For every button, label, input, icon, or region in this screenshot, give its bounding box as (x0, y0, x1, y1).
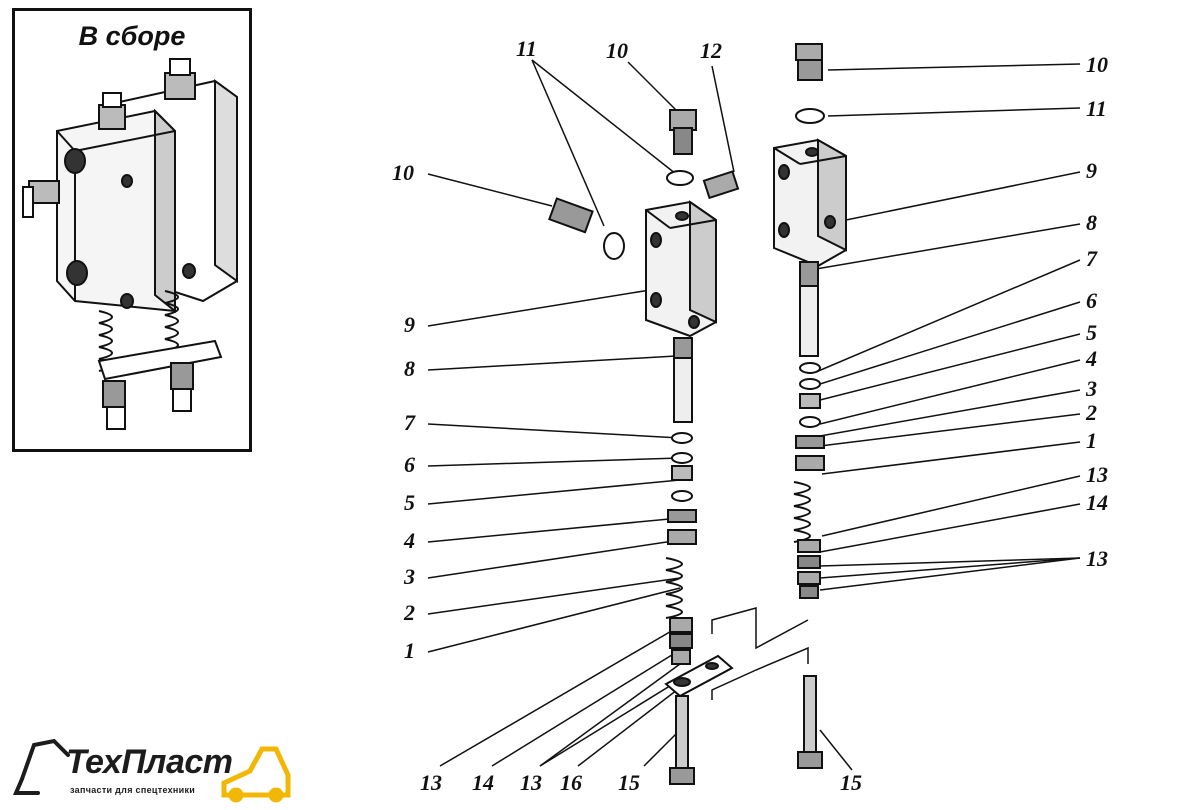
label-5-right: 5 (1086, 320, 1097, 345)
label-9-left: 9 (404, 312, 415, 337)
label-12: 12 (700, 38, 722, 63)
label-8-left: 8 (404, 356, 415, 381)
label-5-left: 5 (404, 490, 415, 515)
logo-name: ТехПласт (66, 743, 233, 781)
assembled-view-inset: В сборе (12, 8, 252, 452)
label-15-right: 15 (840, 770, 862, 795)
techplast-logo: ТехПласт запчасти для спецтехники (10, 735, 300, 805)
label-13-right-a: 13 (1086, 462, 1108, 487)
label-13-bottom-a: 13 (420, 770, 442, 795)
label-14-right: 14 (1086, 490, 1108, 515)
label-14-bottom: 14 (472, 770, 494, 795)
label-9-right: 9 (1086, 158, 1097, 183)
right-valve-parts (773, 43, 847, 769)
label-6-left: 6 (404, 452, 415, 477)
label-1-right: 1 (1086, 428, 1097, 453)
excavator-logo-icon (12, 738, 291, 803)
label-13-right-b: 13 (1086, 546, 1108, 571)
label-1-left: 1 (404, 638, 415, 663)
assembly-drawing (22, 58, 238, 430)
label-2-left: 2 (403, 600, 415, 625)
label-3-left: 3 (403, 564, 415, 589)
label-7-right: 7 (1086, 246, 1098, 271)
label-2-right: 2 (1085, 400, 1097, 425)
label-10-right: 10 (1086, 52, 1108, 77)
label-7-left: 7 (404, 410, 416, 435)
label-10-side: 10 (392, 160, 414, 185)
label-4-right: 4 (1085, 346, 1097, 371)
label-11-top-left: 11 (516, 36, 537, 61)
label-13-bottom-b: 13 (520, 770, 542, 795)
label-15-left: 15 (618, 770, 640, 795)
label-8-right: 8 (1086, 210, 1097, 235)
label-4-left: 4 (403, 528, 415, 553)
label-3-right: 3 (1085, 376, 1097, 401)
left-valve-parts (548, 109, 740, 785)
label-11-right: 11 (1086, 96, 1107, 121)
label-6-right: 6 (1086, 288, 1097, 313)
label-16: 16 (560, 770, 582, 795)
label-10-top-left: 10 (606, 38, 628, 63)
logo-subtitle: запчасти для спецтехники (70, 785, 196, 795)
inset-title: В сборе (78, 21, 186, 51)
